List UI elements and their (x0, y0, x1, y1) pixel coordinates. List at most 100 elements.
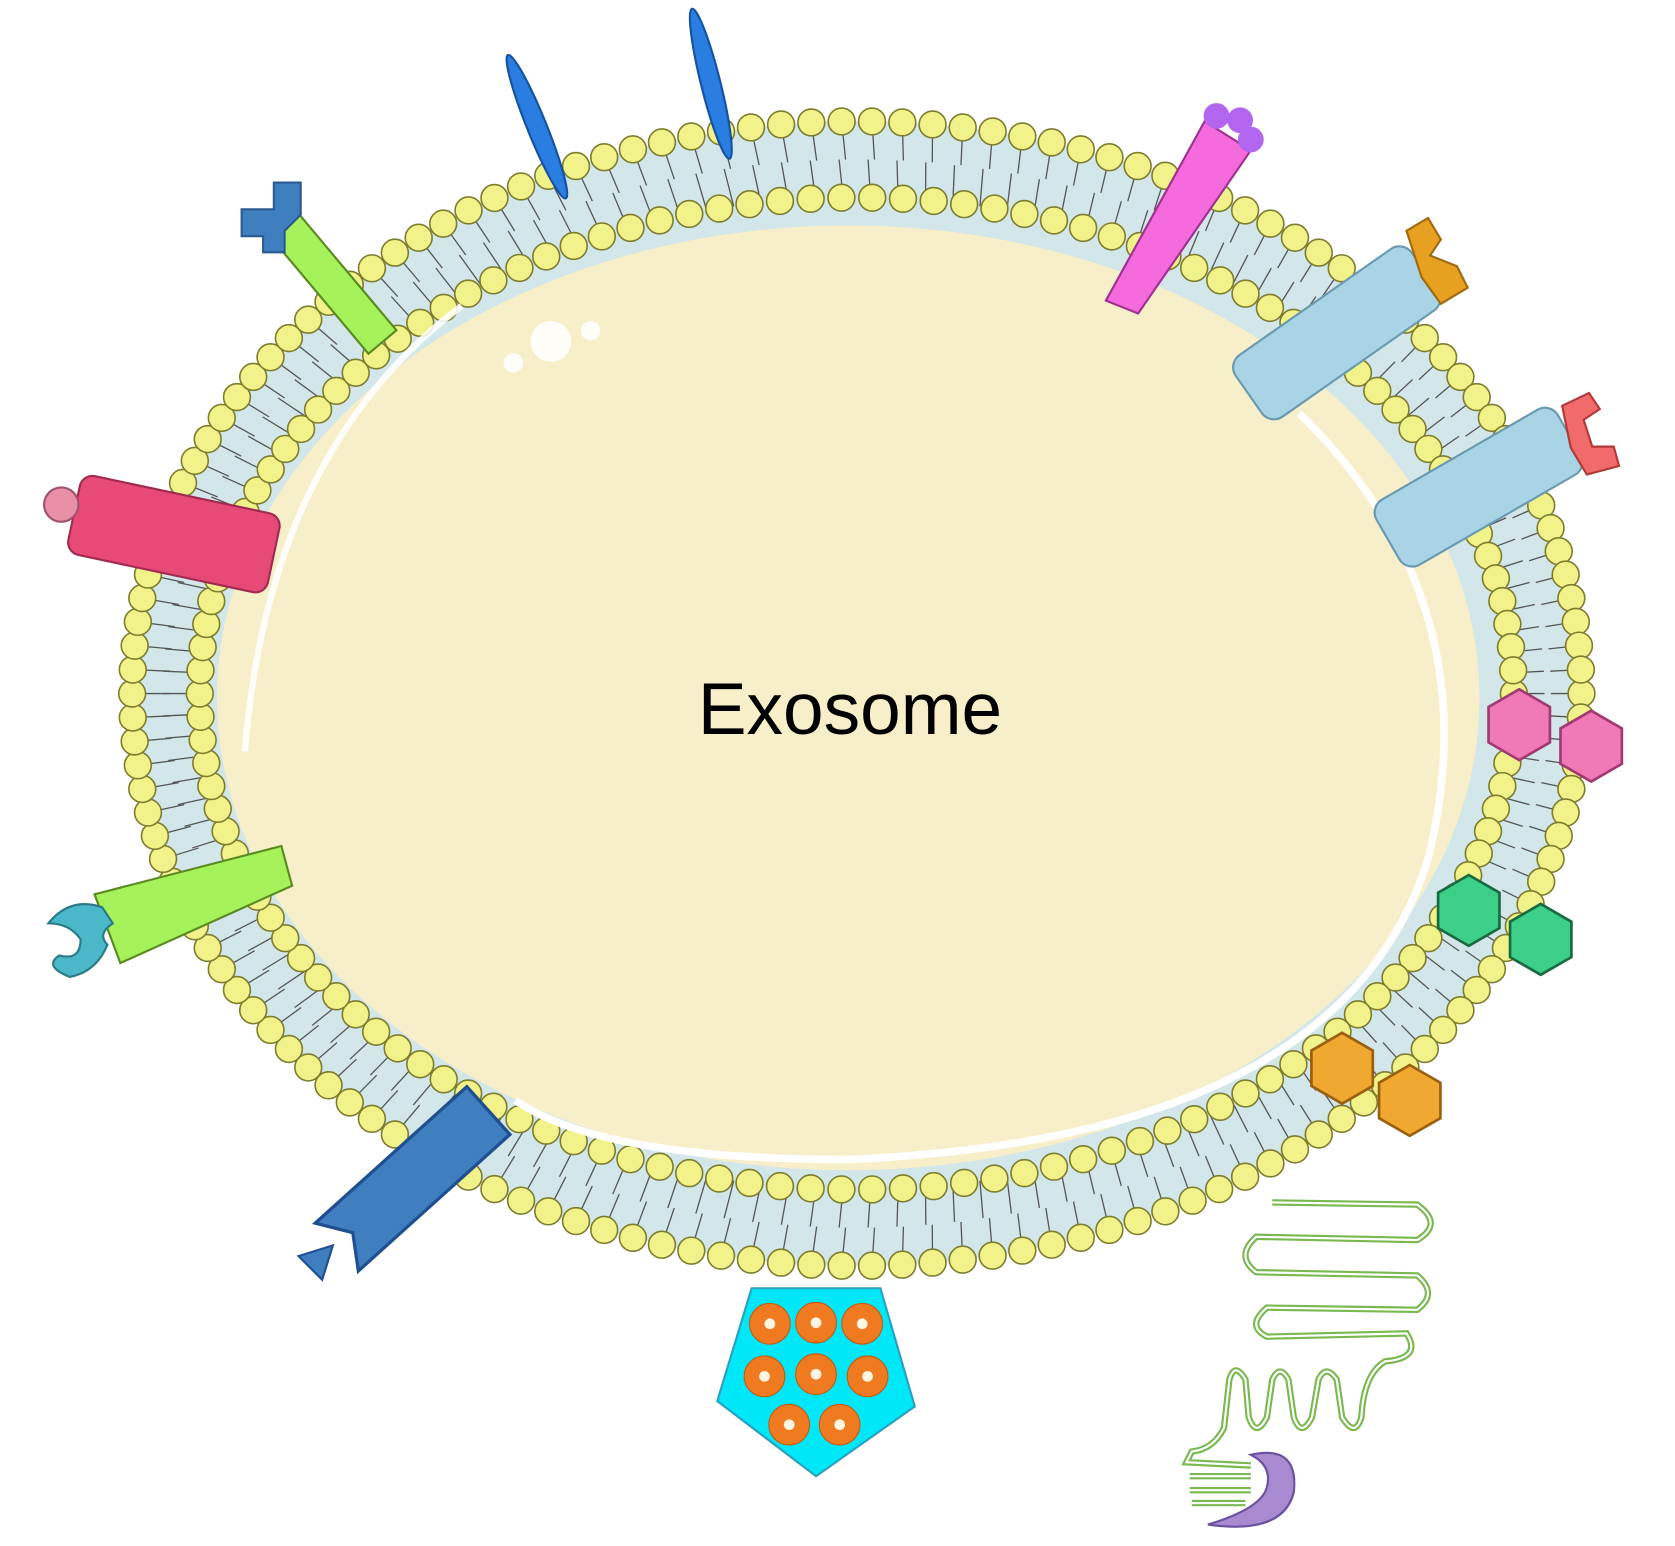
lipid-head (480, 183, 509, 213)
lipid-head (383, 1034, 412, 1063)
cargo-sphere-core (856, 1318, 868, 1330)
lipid-head (1557, 774, 1586, 804)
hexagon-protein (1487, 687, 1552, 762)
lipid-head (222, 975, 252, 1005)
lipid-head (1255, 1065, 1285, 1094)
lipid-head (1123, 151, 1152, 181)
lipid-head (675, 1158, 704, 1188)
lipid-head (256, 903, 285, 932)
lipid-head (294, 1053, 323, 1082)
lipid-head (589, 1215, 619, 1245)
lipid-head (858, 1175, 887, 1204)
lipid-head (534, 1197, 563, 1226)
lipid-head (706, 1241, 736, 1270)
lipid-head (380, 1120, 410, 1149)
lipid-head (766, 1248, 796, 1277)
lipid-head (1343, 1000, 1373, 1029)
ligand-blue-top (240, 181, 302, 254)
lipid-head (429, 209, 458, 238)
lipid-head (766, 110, 796, 139)
glycoprotein-blade (688, 7, 733, 160)
hexagon-protein (1559, 709, 1624, 784)
lipid-head (827, 107, 856, 136)
lumen-highlight (513, 410, 1448, 1164)
hexagon-protein (1436, 873, 1501, 948)
lipid-head (1230, 196, 1260, 225)
lipid-head (1381, 963, 1410, 992)
cargo-sphere-core (783, 1419, 795, 1431)
lipid-head (618, 1223, 648, 1253)
lipid-head (980, 1164, 1009, 1193)
lipid-head (647, 1230, 677, 1259)
lipid-head (335, 1088, 365, 1117)
lipid-tail (979, 168, 984, 207)
lipid-head (357, 254, 387, 283)
lipid-head (1462, 975, 1491, 1005)
lipid-head (1039, 1152, 1069, 1181)
lipid-head (1428, 1015, 1458, 1045)
ligand-purple-ball (1203, 103, 1230, 129)
lipid-head (341, 358, 370, 387)
lipid-head (1010, 1158, 1039, 1188)
ribosome-crescent (1207, 1451, 1296, 1528)
lipid-head (827, 1175, 856, 1204)
lipid-head (675, 199, 704, 229)
lipid-head (207, 955, 237, 984)
lipid-head (918, 110, 947, 139)
ligand-purple-ball (1227, 107, 1253, 134)
lipid-head (1206, 1092, 1235, 1121)
lipid-head (1280, 223, 1310, 252)
lipid-tail (723, 1180, 735, 1219)
lipid-head (857, 1251, 887, 1280)
lipid-tail (1231, 1100, 1249, 1133)
hexagon-protein (1377, 1063, 1442, 1138)
lipid-head (1068, 1144, 1098, 1174)
receptor-pink (1104, 119, 1253, 315)
lipid-head (322, 982, 351, 1011)
lipid-head (256, 455, 285, 484)
lipid-head (1398, 943, 1427, 973)
ligand-orange (1405, 216, 1470, 306)
lipid-head (797, 108, 826, 137)
lipid-head (406, 308, 435, 338)
lipid-head (978, 117, 1007, 146)
lipid-head (1381, 395, 1410, 424)
lipid-head (380, 238, 410, 267)
lipid-head (1231, 279, 1260, 308)
lumen-highlight (241, 303, 464, 752)
lipid-head (1551, 560, 1580, 589)
ligand-pink-ball (43, 486, 80, 523)
lipid-head (919, 186, 948, 216)
rna-strand (1181, 1199, 1434, 1507)
lipid-head (1477, 403, 1507, 433)
exosome-lumen (216, 225, 1480, 1171)
cargo-sphere-core (810, 1368, 822, 1380)
lipid-head (1557, 583, 1586, 613)
lipid-head (1230, 1162, 1260, 1191)
lipid-head (238, 362, 268, 392)
lipid-head (532, 242, 561, 271)
lipid-head (429, 1065, 458, 1094)
lipid-head (647, 128, 677, 157)
ligand-blue-triangle (296, 1243, 335, 1282)
lipid-head (797, 1250, 826, 1279)
lipid-head (1037, 1230, 1066, 1259)
lipid-head (980, 194, 1009, 223)
lipid-head (1097, 222, 1127, 251)
lipid-head (888, 1250, 917, 1279)
lipid-head (180, 446, 210, 476)
lipid-head (453, 279, 483, 308)
lipid-head (404, 223, 433, 252)
lipid-head (1179, 253, 1209, 283)
lipid-head (736, 113, 766, 142)
lipid-head (192, 609, 221, 639)
lipid-head (479, 266, 508, 295)
lipid-head (303, 395, 333, 424)
lipid-head (1010, 199, 1039, 229)
cargo-sphere-core (764, 1318, 776, 1330)
cargo-sphere-core (810, 1317, 822, 1329)
lipid-head (271, 434, 300, 464)
highlight-bubble (503, 353, 523, 373)
lipid-head (704, 194, 734, 223)
